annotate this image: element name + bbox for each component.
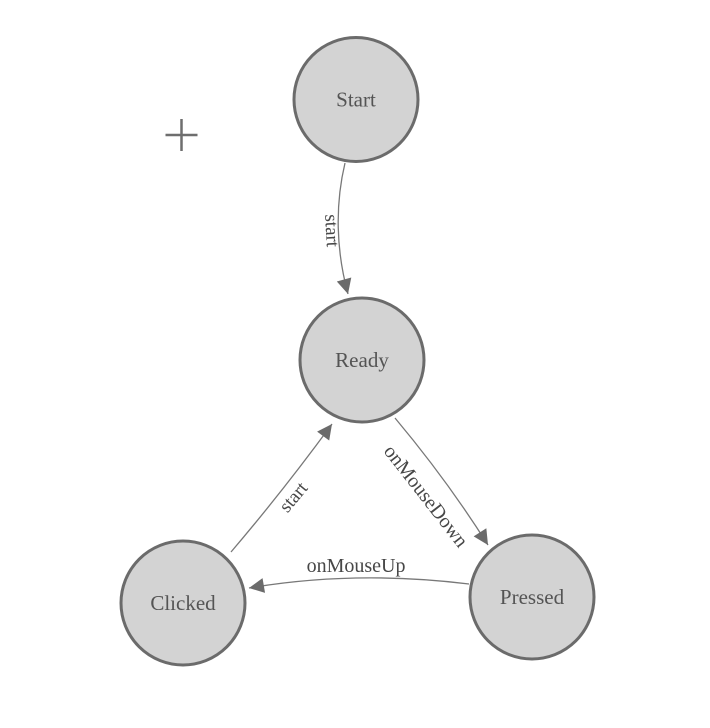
node-circle-start — [292, 36, 420, 163]
transition-edge-clicked-to-ready[interactable] — [230, 423, 333, 553]
state-node-ready[interactable]: Ready — [298, 296, 426, 424]
node-circle-ready — [298, 296, 426, 424]
state-node-clicked[interactable]: Clicked — [119, 539, 247, 667]
transition-edge-start-to-ready[interactable] — [336, 162, 352, 295]
node-circle-pressed — [468, 533, 596, 661]
edge-label-ready-to-pressed: onMouseDown — [379, 441, 472, 552]
transition-edge-pressed-to-clicked[interactable] — [248, 577, 470, 593]
node-circle-clicked — [119, 539, 247, 667]
crosshair-cursor-icon — [165, 119, 198, 151]
edge-label-pressed-to-clicked: onMouseUp — [307, 555, 406, 577]
state-node-pressed[interactable]: Pressed — [468, 533, 596, 661]
state-node-start[interactable]: Start — [292, 36, 420, 163]
transition-edge-ready-to-pressed[interactable] — [394, 417, 489, 546]
edge-label-clicked-to-ready: start — [275, 478, 313, 517]
edge-label-start-to-ready: start — [320, 214, 343, 248]
